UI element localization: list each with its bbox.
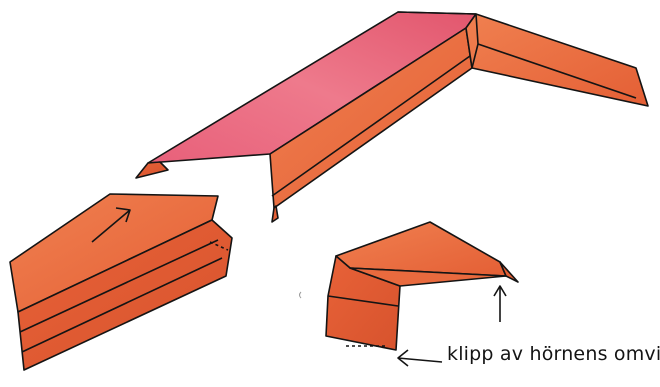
caption-arrowhead [397, 349, 409, 367]
small-piece-right-face [349, 267, 507, 287]
large-flashing-left-tip [135, 161, 169, 179]
right-arm-face [465, 13, 649, 107]
stray-mark [299, 291, 302, 299]
small-piece-fold-line [327, 295, 399, 307]
small-piece-up-arrowhead [493, 285, 507, 297]
left-piece-arrowhead [115, 207, 131, 223]
left-piece-fold-line-2 [21, 257, 223, 353]
left-piece-arrow [91, 209, 131, 243]
long-arm-fold-line [271, 55, 471, 197]
large-flashing-bottom-drip [271, 205, 279, 223]
caption-arrow [397, 357, 443, 363]
left-piece-top-face [9, 193, 219, 313]
cut-corner-caption: klipp av hörnens omvik [447, 343, 660, 365]
large-corner-flashing [135, 11, 649, 223]
right-arm-inner-edge [471, 13, 479, 69]
small-piece-right-tip [499, 261, 519, 283]
small-corner-piece [325, 221, 519, 367]
left-piece-fold-line-1 [19, 239, 219, 333]
left-flashing-piece [9, 193, 233, 371]
right-arm-fold-line [477, 43, 637, 99]
